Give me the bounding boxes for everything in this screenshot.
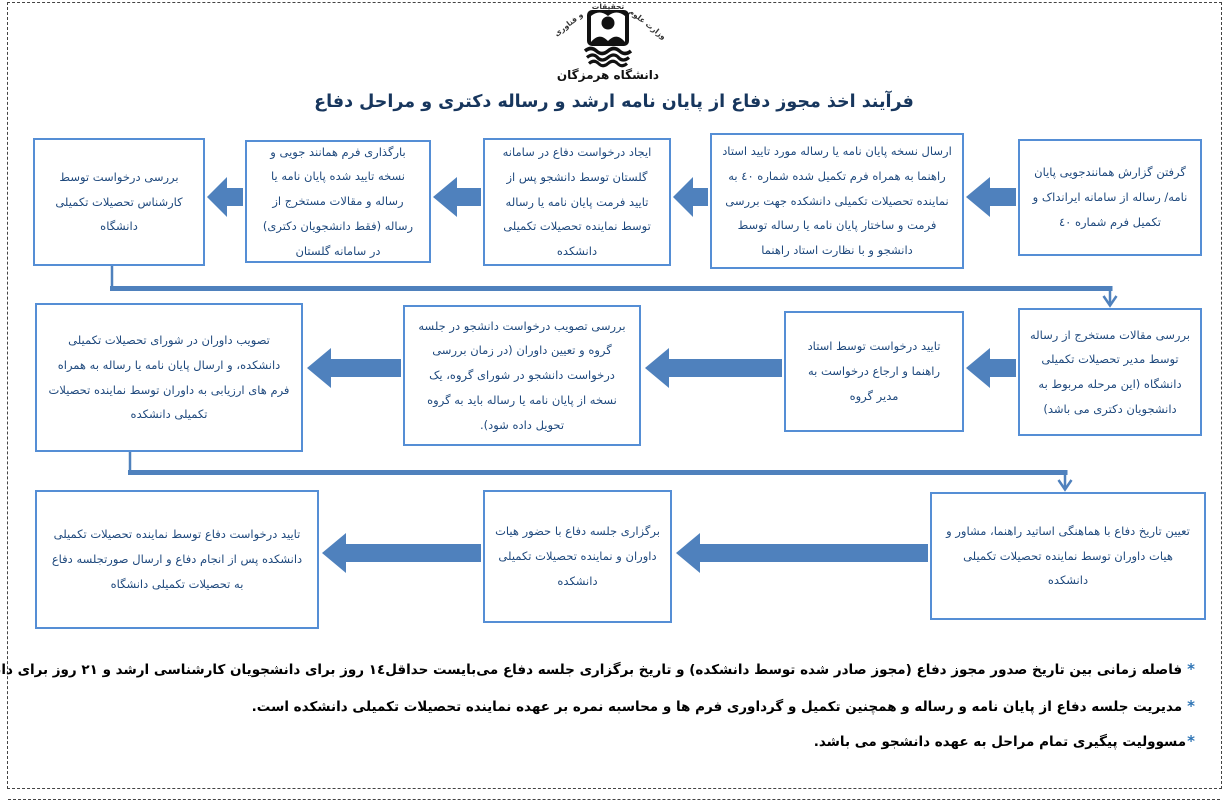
arrow-step2-to-step3 bbox=[673, 177, 708, 217]
flow-step-5: بررسی درخواست توسط کارشناس تحصیلات تکمیل… bbox=[33, 138, 205, 266]
arrow-shaft bbox=[331, 359, 401, 377]
arrow-step3-to-step4 bbox=[433, 177, 481, 217]
arrow-head bbox=[207, 177, 227, 217]
arrow-shaft bbox=[457, 188, 481, 206]
note-3-text: مسوولیت پیگیری تمام مراحل به عهده دانشجو… bbox=[813, 734, 1187, 750]
arrow-head bbox=[966, 177, 990, 217]
arrow-shaft bbox=[227, 188, 243, 206]
university-logo: وزارت علوم تحقیقات و فناوری دانشگاه هرمز… bbox=[525, 2, 690, 84]
book-emblem-icon bbox=[583, 10, 633, 68]
flow-step-6: بررسی مقالات مستخرج از رساله توسط مدیر ت… bbox=[1018, 308, 1202, 436]
flow-step-12: تایید درخواست دفاع توسط نماینده تحصیلات … bbox=[35, 490, 319, 629]
arrow-head bbox=[966, 348, 990, 388]
arrow-head bbox=[673, 177, 693, 217]
arrow-head bbox=[322, 533, 346, 573]
page-border-bottom-line bbox=[8, 799, 1220, 800]
university-name: دانشگاه هرمزگان bbox=[557, 68, 659, 82]
university-logo-icon: وزارت علوم تحقیقات و فناوری دانشگاه هرمز… bbox=[552, 2, 668, 82]
arrow-head bbox=[307, 348, 331, 388]
arrow-shaft bbox=[693, 188, 708, 206]
ministry-ring-text-top: تحقیقات bbox=[592, 2, 625, 11]
arrow-step11-to-step12 bbox=[322, 533, 481, 573]
arrow-step4-to-step5 bbox=[207, 177, 243, 217]
flow-step-7: تایید درخواست توسط استاد راهنما و ارجاع … bbox=[784, 311, 964, 432]
note-3: *مسوولیت پیگیری تمام مراحل به عهده دانشج… bbox=[814, 732, 1195, 750]
arrow-head bbox=[645, 348, 669, 388]
flow-step-9: تصویب داوران در شورای تحصیلات تکمیلی دان… bbox=[35, 303, 303, 452]
arrow-shaft bbox=[990, 359, 1016, 377]
note-2: *مدیریت جلسه دفاع از پایان نامه و رساله … bbox=[252, 697, 1195, 715]
flow-step-1: گرفتن گزارش همانندجویی پایان نامه/ رساله… bbox=[1018, 139, 1202, 256]
arrow-step6-to-step7 bbox=[966, 348, 1016, 388]
arrow-shaft bbox=[990, 188, 1016, 206]
note-1: *فاصله زمانی بین تاریخ صدور مجوز دفاع (م… bbox=[0, 660, 1195, 678]
note-star-icon: * bbox=[1187, 660, 1195, 678]
arrow-step10-to-step11 bbox=[676, 533, 928, 573]
ministry-ring-text-right: وزارت علوم bbox=[627, 7, 668, 42]
flow-step-10: تعیین تاریخ دفاع با هماهنگی اساتید راهنم… bbox=[930, 492, 1206, 620]
note-2-text: مدیریت جلسه دفاع از پایان نامه و رساله و… bbox=[251, 699, 1183, 715]
arrow-shaft bbox=[346, 544, 481, 562]
ministry-ring-text-left: و فناوری bbox=[552, 10, 585, 38]
page-title: فرآیند اخذ مجوز دفاع از پایان نامه ارشد … bbox=[314, 92, 914, 112]
note-star-icon: * bbox=[1187, 732, 1195, 750]
arrow-step8-to-step9 bbox=[307, 348, 401, 388]
flow-step-11: برگزاری جلسه دفاع با حضور هیات داوران و … bbox=[483, 490, 672, 623]
flow-step-3: ایجاد درخواست دفاع در سامانه گلستان توسط… bbox=[483, 138, 671, 266]
arrow-head bbox=[676, 533, 700, 573]
flow-step-8: بررسی تصویب درخواست دانشجو در جلسه گروه … bbox=[403, 305, 641, 446]
flow-step-2: ارسال نسخه پایان نامه یا رساله مورد تایی… bbox=[710, 133, 964, 269]
connector-row2-to-row3 bbox=[128, 452, 1073, 492]
arrow-step7-to-step8 bbox=[645, 348, 782, 388]
arrow-head bbox=[433, 177, 457, 217]
arrow-shaft bbox=[669, 359, 782, 377]
flow-step-4: بارگذاری فرم همانند جویی و نسخه تایید شد… bbox=[245, 140, 431, 263]
arrow-step1-to-step2 bbox=[966, 177, 1016, 217]
note-1-text: فاصله زمانی بین تاریخ صدور مجوز دفاع (مج… bbox=[0, 662, 1183, 678]
arrow-shaft bbox=[700, 544, 928, 562]
note-star-icon: * bbox=[1187, 697, 1195, 715]
